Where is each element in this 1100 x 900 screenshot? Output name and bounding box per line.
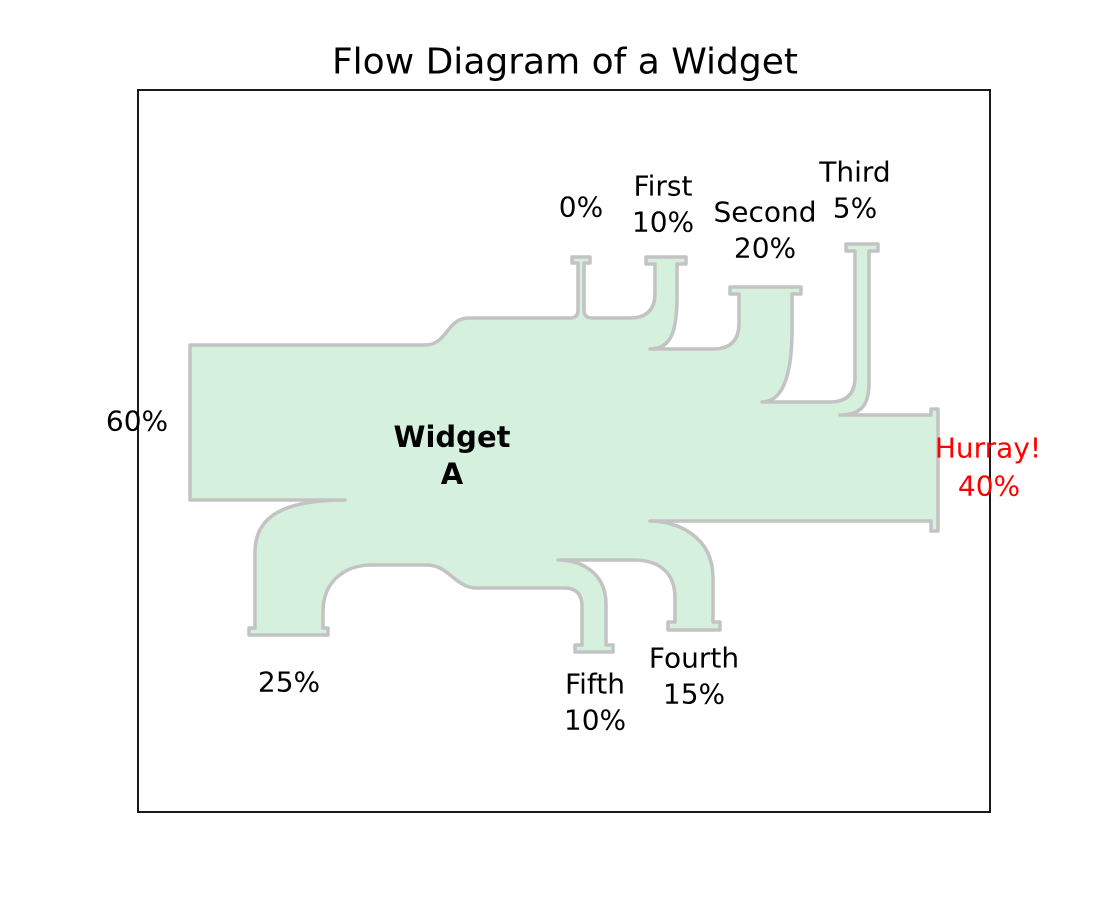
label-first-name: First bbox=[634, 170, 693, 203]
label-input-25: 25% bbox=[258, 666, 320, 699]
label-second-value: 20% bbox=[734, 232, 796, 265]
label-third-name: Third bbox=[818, 156, 890, 189]
chart-title: Flow Diagram of a Widget bbox=[332, 42, 798, 83]
label-input-0: 0% bbox=[559, 191, 603, 224]
label-fourth-name: Fourth bbox=[649, 642, 739, 675]
node-label-line2: A bbox=[441, 457, 464, 491]
node-label-line1: Widget bbox=[394, 420, 511, 454]
label-hurray-value: 40% bbox=[958, 470, 1020, 503]
label-fifth-value: 10% bbox=[564, 704, 626, 737]
label-first-value: 10% bbox=[632, 206, 694, 239]
label-fifth-name: Fifth bbox=[565, 668, 625, 701]
label-input-60: 60% bbox=[106, 405, 168, 438]
label-fourth-value: 15% bbox=[663, 678, 725, 711]
label-second-name: Second bbox=[713, 196, 816, 229]
label-hurray-name: Hurray! bbox=[935, 432, 1041, 465]
sankey-flow-shape bbox=[188, 242, 940, 654]
label-third-value: 5% bbox=[833, 192, 877, 225]
